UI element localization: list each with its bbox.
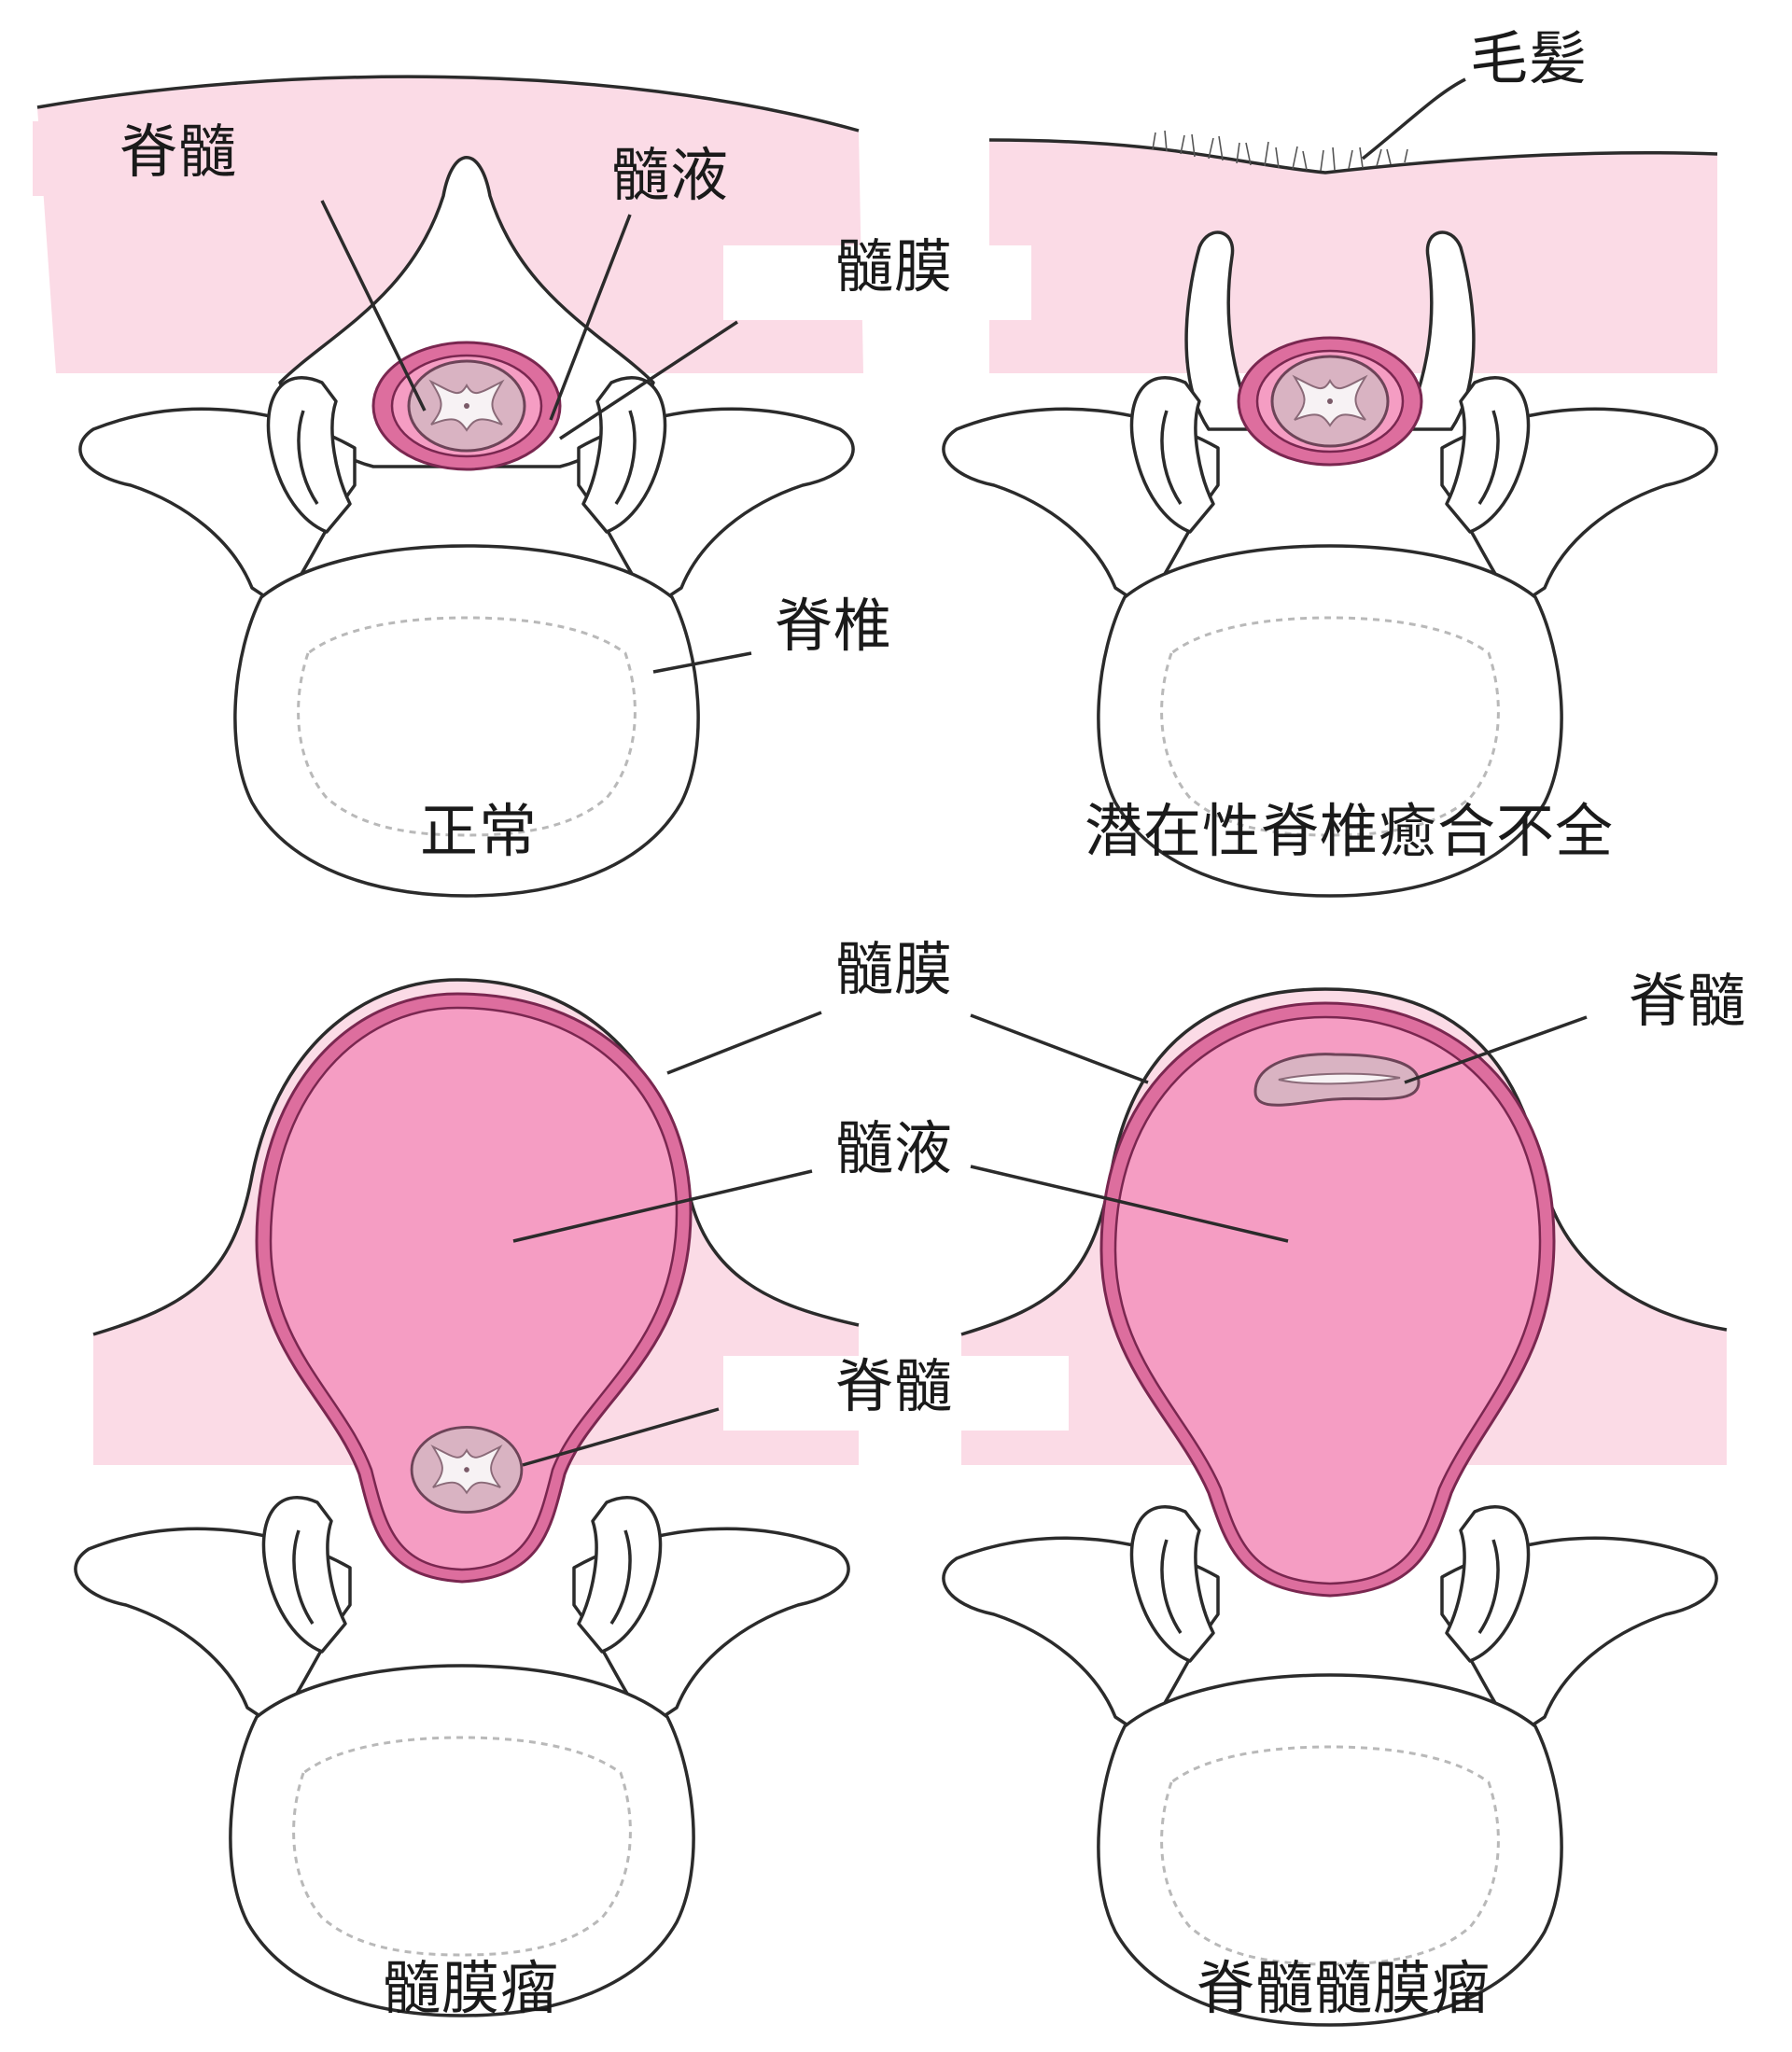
vertebra xyxy=(78,156,855,898)
label-csf: 髓液 xyxy=(835,1114,954,1182)
leader-meninges xyxy=(970,1013,1149,1084)
hair-tuft xyxy=(1152,130,1408,172)
leader-spinal-cord xyxy=(1404,1015,1588,1084)
spinal-cord xyxy=(1270,355,1390,448)
skin-line xyxy=(92,978,860,1336)
panel-meningocele xyxy=(74,978,860,2017)
leader-meninges xyxy=(559,320,738,440)
panel-myelomeningocele xyxy=(942,987,1728,2027)
label-spinal-cord: 脊髓 xyxy=(1629,967,1747,1035)
panel-occulta xyxy=(942,77,1718,898)
label-backdrop xyxy=(33,121,313,196)
caption-normal: 正常 xyxy=(420,797,539,865)
leader-hair xyxy=(1361,77,1466,161)
panel-normal xyxy=(36,75,863,898)
skin-line xyxy=(988,138,1718,174)
leader-vertebra xyxy=(652,651,752,674)
csf-sac xyxy=(269,1006,679,1571)
leader-csf xyxy=(549,214,632,421)
spinal-cord xyxy=(410,1425,524,1515)
label-vertebra: 脊椎 xyxy=(775,592,893,660)
label-spinal-cord: 脊髓 xyxy=(119,118,238,186)
label-hair: 毛髪 xyxy=(1470,24,1589,92)
leader-csf xyxy=(512,1169,813,1243)
leader-spinal-cord xyxy=(522,1407,720,1467)
skin-line xyxy=(960,987,1728,1336)
label-spinal-cord: 脊髓 xyxy=(835,1352,954,1420)
vertebra xyxy=(942,230,1718,898)
label-backdrop xyxy=(723,1356,1069,1431)
skin-line xyxy=(36,75,860,133)
csf-sac xyxy=(1113,1015,1542,1585)
label-meninges: 髓膜 xyxy=(835,935,954,1003)
label-meninges: 髓膜 xyxy=(835,232,954,300)
skin-tissue xyxy=(989,140,1717,373)
label-backdrop xyxy=(723,245,1031,320)
caption-occulta: 潜在性脊椎癒合不全 xyxy=(1085,797,1615,865)
leader-csf xyxy=(970,1165,1289,1243)
leader-spinal-cord xyxy=(320,200,427,412)
caption-myelomeningocele: 脊髓髓膜瘤 xyxy=(1197,1954,1491,2022)
spinal-cord xyxy=(407,359,526,453)
label-csf: 髓液 xyxy=(611,141,730,209)
caption-meningocele: 髓膜瘤 xyxy=(383,1954,560,2022)
spinal-cord xyxy=(1253,1053,1421,1107)
leader-meninges xyxy=(666,1011,822,1075)
